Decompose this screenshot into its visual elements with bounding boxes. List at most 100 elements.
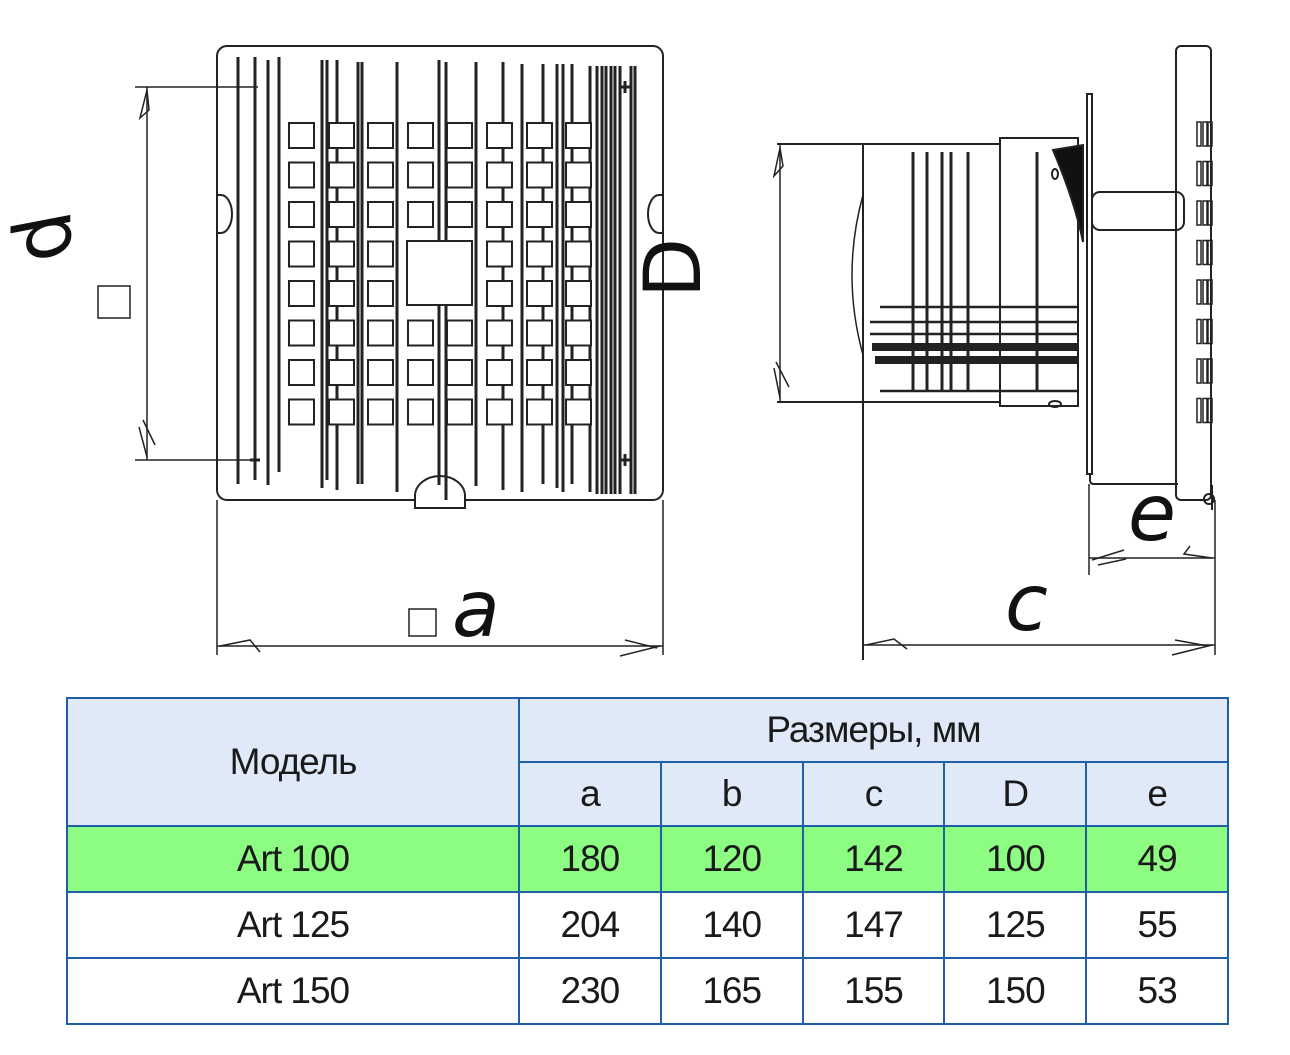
vent-square xyxy=(367,359,394,386)
dimensions-header: Размеры, мм xyxy=(517,697,1230,763)
side-slot xyxy=(1196,358,1202,384)
vent-square xyxy=(407,201,434,228)
column-header-d: D xyxy=(943,761,1088,827)
side-slot xyxy=(1196,160,1202,187)
dim-label-c: c xyxy=(1005,559,1048,649)
vent-square xyxy=(446,398,473,426)
side-slot xyxy=(1196,239,1202,266)
side-view-fan xyxy=(777,45,1215,660)
dim-label-d: D xyxy=(629,238,719,298)
vent-square xyxy=(565,280,592,307)
value-cell-e: 49 xyxy=(1085,825,1230,893)
model-cell: Art 100 xyxy=(66,825,520,893)
dim-label-b: b xyxy=(0,212,89,262)
vent-square xyxy=(446,201,473,228)
vent-square xyxy=(565,122,592,149)
dimension-d xyxy=(772,144,790,402)
vent-square xyxy=(328,122,355,149)
side-slot xyxy=(1207,239,1213,266)
value-cell-d: 125 xyxy=(943,891,1088,959)
vent-square xyxy=(367,319,394,347)
vent-square xyxy=(486,398,513,426)
vent-square xyxy=(288,240,315,268)
value-cell-e: 55 xyxy=(1085,891,1230,959)
vent-square xyxy=(565,359,592,386)
side-slot xyxy=(1207,200,1213,226)
side-slot xyxy=(1207,121,1213,147)
reference-mark xyxy=(620,454,630,466)
value-cell-a: 204 xyxy=(518,891,662,959)
vent-square xyxy=(407,122,434,149)
vent-square xyxy=(367,280,394,307)
dim-label-a: a xyxy=(452,565,500,655)
square-symbol-b xyxy=(97,285,131,319)
side-slot xyxy=(1207,279,1213,305)
vent-square xyxy=(486,319,513,347)
vent-square xyxy=(328,161,355,189)
vent-square xyxy=(526,122,553,149)
side-slot xyxy=(1202,239,1208,266)
vent-square xyxy=(288,398,315,426)
vent-square xyxy=(288,122,315,149)
value-cell-a: 180 xyxy=(518,825,662,893)
dim-label-e: e xyxy=(1128,469,1176,559)
left-tab xyxy=(217,194,233,234)
value-cell-e: 53 xyxy=(1085,957,1230,1025)
side-slot xyxy=(1207,318,1213,345)
vent-square xyxy=(526,359,553,386)
vent-square xyxy=(486,122,513,149)
side-slot xyxy=(1196,121,1202,147)
vent-square xyxy=(367,240,394,268)
value-cell-d: 150 xyxy=(943,957,1088,1025)
front-view-grille xyxy=(216,45,664,509)
damper-flap xyxy=(1051,143,1084,243)
square-symbol-a xyxy=(408,608,437,637)
value-cell-a: 230 xyxy=(518,957,662,1025)
grille-side-profile xyxy=(1175,45,1212,501)
vent-square xyxy=(565,398,592,426)
vent-square xyxy=(288,359,315,386)
vent-square xyxy=(526,398,553,426)
vent-square xyxy=(288,280,315,307)
side-slot xyxy=(1202,121,1208,147)
vent-square xyxy=(328,201,355,228)
side-slot xyxy=(1202,279,1208,305)
vent-square xyxy=(328,240,355,268)
vent-square xyxy=(407,359,434,386)
vent-square xyxy=(407,398,434,426)
side-slot xyxy=(1196,279,1202,305)
column-header-c: c xyxy=(801,761,946,827)
column-header-b: b xyxy=(659,761,804,827)
dimension-c xyxy=(863,500,1216,656)
reference-mark xyxy=(620,81,630,93)
side-slot xyxy=(1207,160,1213,187)
vent-square xyxy=(288,161,315,189)
dimension-e xyxy=(1088,484,1215,575)
dimension-a xyxy=(216,500,664,657)
vent-square xyxy=(486,280,513,307)
value-cell-d: 100 xyxy=(943,825,1088,893)
dimension-b xyxy=(97,86,258,461)
vent-square xyxy=(367,122,394,149)
side-slot xyxy=(1202,200,1208,226)
vent-square xyxy=(526,240,553,268)
side-slot xyxy=(1207,358,1213,384)
side-slot xyxy=(1196,200,1202,226)
spacer-post xyxy=(1091,191,1185,231)
vent-square xyxy=(367,398,394,426)
value-cell-c: 155 xyxy=(801,957,946,1025)
vent-square xyxy=(565,161,592,189)
vent-square xyxy=(565,240,592,268)
vent-square xyxy=(565,319,592,347)
vent-square xyxy=(486,201,513,228)
vent-square xyxy=(407,319,434,347)
technical-drawing: a b D c e xyxy=(0,45,1216,660)
vent-square xyxy=(486,240,513,268)
value-cell-c: 147 xyxy=(801,891,946,959)
mounting-plate xyxy=(1086,93,1093,475)
bottom-tab xyxy=(414,475,466,509)
model-cell: Art 125 xyxy=(66,891,520,959)
value-cell-c: 142 xyxy=(801,825,946,893)
